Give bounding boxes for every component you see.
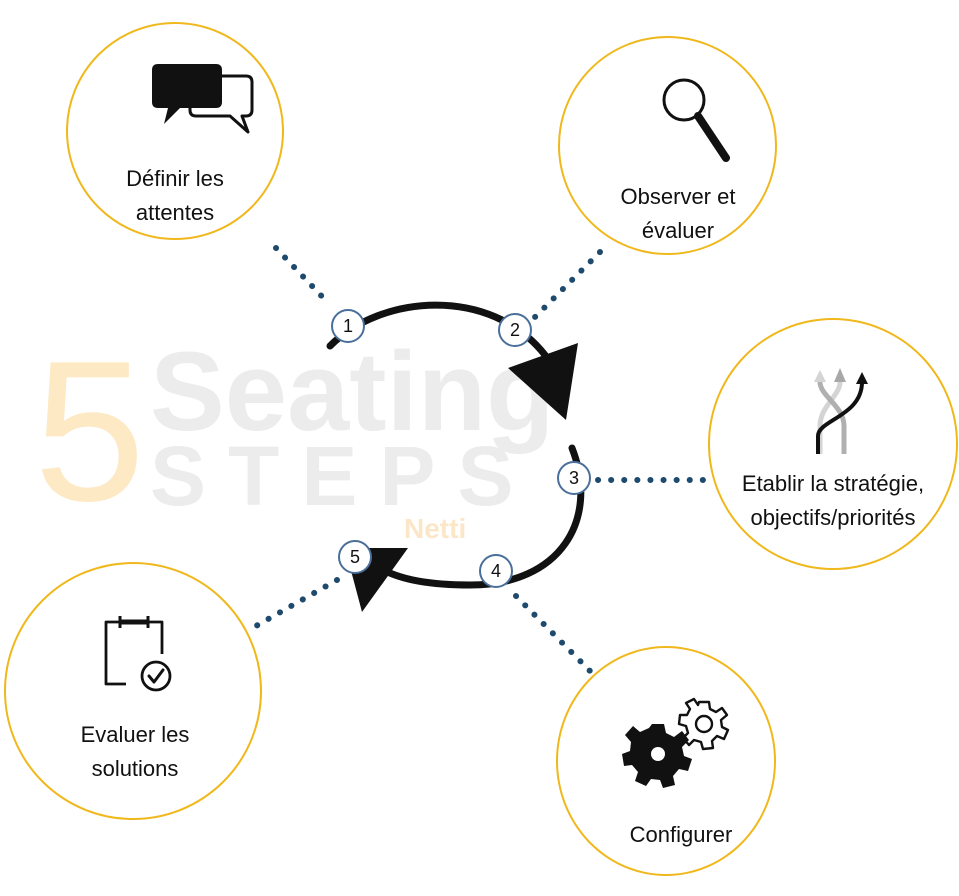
step-4-badge: 4 (479, 554, 513, 588)
connector-4 (513, 593, 598, 679)
connector-5 (253, 577, 340, 629)
step-5-label: Evaluer les solutions (50, 718, 220, 786)
step-3-label-line1: Etablir la stratégie, (741, 471, 925, 496)
step-5-label-line2: solutions (91, 756, 179, 781)
step-3-label-line2: objectifs/priorités (750, 505, 916, 530)
step-2-label-line2: évaluer (641, 218, 715, 243)
step-2-circle (558, 36, 777, 255)
strategy-arrows-icon (814, 368, 868, 454)
step-5-circle (4, 562, 262, 820)
step-5-label-line1: Evaluer les (80, 722, 190, 747)
step-3-label: Etablir la stratégie, objectifs/priorité… (712, 467, 954, 535)
cycle-arrowhead-top (508, 343, 578, 420)
step-5-badge: 5 (338, 540, 372, 574)
step-3-badge: 3 (557, 461, 591, 495)
speech-bubbles-icon (152, 64, 254, 134)
step-2-badge: 2 (498, 313, 532, 347)
step-1-badge: 1 (331, 309, 365, 343)
step-1-label-line2: attentes (135, 200, 215, 225)
step-1-label: Définir les attentes (90, 162, 260, 230)
step-1-label-line1: Définir les (126, 166, 224, 191)
step-2-label-line1: Observer et (620, 184, 736, 209)
step-3-circle (708, 318, 958, 570)
step-4-label: Configurer (596, 818, 766, 852)
clipboard-check-icon (104, 616, 172, 692)
gears-icon (622, 697, 730, 788)
connector-1 (273, 245, 333, 308)
magnifier-icon (662, 78, 730, 162)
step-4-label-line1: Configurer (629, 822, 733, 847)
connector-2 (527, 249, 603, 325)
step-2-label: Observer et évaluer (593, 180, 763, 248)
